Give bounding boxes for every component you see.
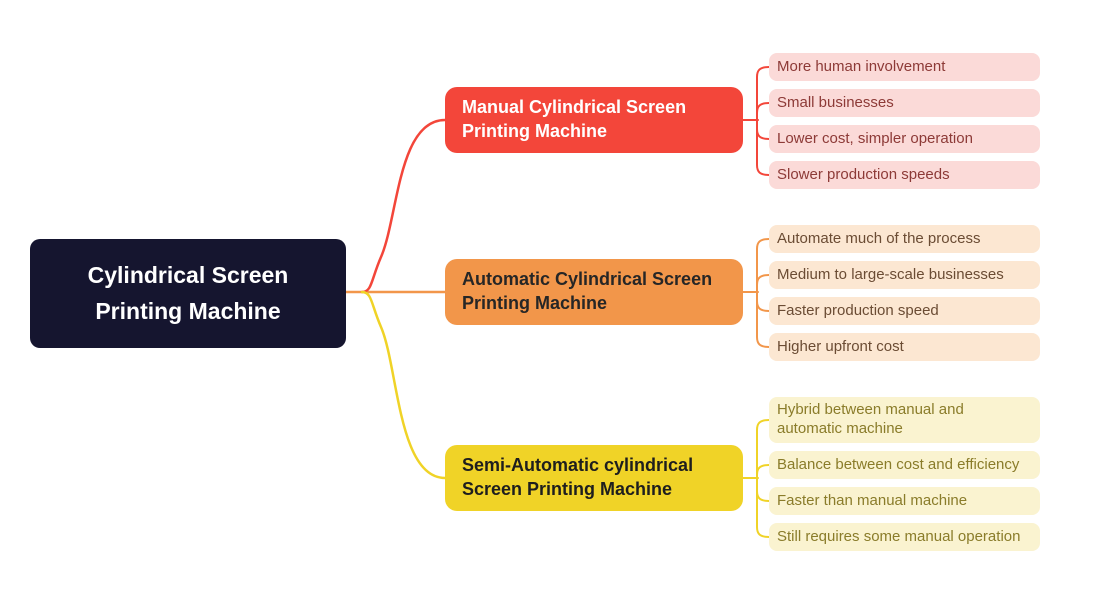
connector-automatic-leaf-2 <box>756 274 770 286</box>
leaf-node-semi-1[interactable]: Hybrid between manual and automatic mach… <box>769 397 1040 443</box>
connector-manual-leaf-3 <box>756 128 770 140</box>
branch-node-automatic[interactable]: Automatic Cylindrical Screen Printing Ma… <box>445 259 743 325</box>
leaf-node-manual-2[interactable]: Small businesses <box>769 89 1040 117</box>
leaf-node-automatic-4[interactable]: Higher upfront cost <box>769 333 1040 361</box>
leaf-node-automatic-2[interactable]: Medium to large-scale businesses <box>769 261 1040 289</box>
connector-manual-trunk <box>756 66 770 176</box>
connector-semi-leaf-3 <box>756 490 770 502</box>
leaf-node-manual-4[interactable]: Slower production speeds <box>769 161 1040 189</box>
leaf-node-manual-3[interactable]: Lower cost, simpler operation <box>769 125 1040 153</box>
connector-semi-leaf-2 <box>756 464 770 476</box>
connector-automatic-trunk <box>756 238 770 348</box>
connector-root-to-manual <box>360 118 447 294</box>
branch-node-semi-automatic[interactable]: Semi-Automatic cylindrical Screen Printi… <box>445 445 743 511</box>
leaf-node-automatic-3[interactable]: Faster production speed <box>769 297 1040 325</box>
leaf-node-semi-3[interactable]: Faster than manual machine <box>769 487 1040 515</box>
leaf-node-manual-1[interactable]: More human involvement <box>769 53 1040 81</box>
connector-root-to-semi <box>360 290 447 480</box>
connector-semi-trunk <box>756 419 770 538</box>
connector-automatic-leaf-3 <box>756 300 770 312</box>
leaf-node-semi-4[interactable]: Still requires some manual operation <box>769 523 1040 551</box>
branch-node-manual[interactable]: Manual Cylindrical Screen Printing Machi… <box>445 87 743 153</box>
leaf-node-automatic-1[interactable]: Automate much of the process <box>769 225 1040 253</box>
leaf-node-semi-2[interactable]: Balance between cost and efficiency <box>769 451 1040 479</box>
root-node[interactable]: Cylindrical Screen Printing Machine <box>30 239 346 348</box>
connector-manual-leaf-2 <box>756 102 770 114</box>
